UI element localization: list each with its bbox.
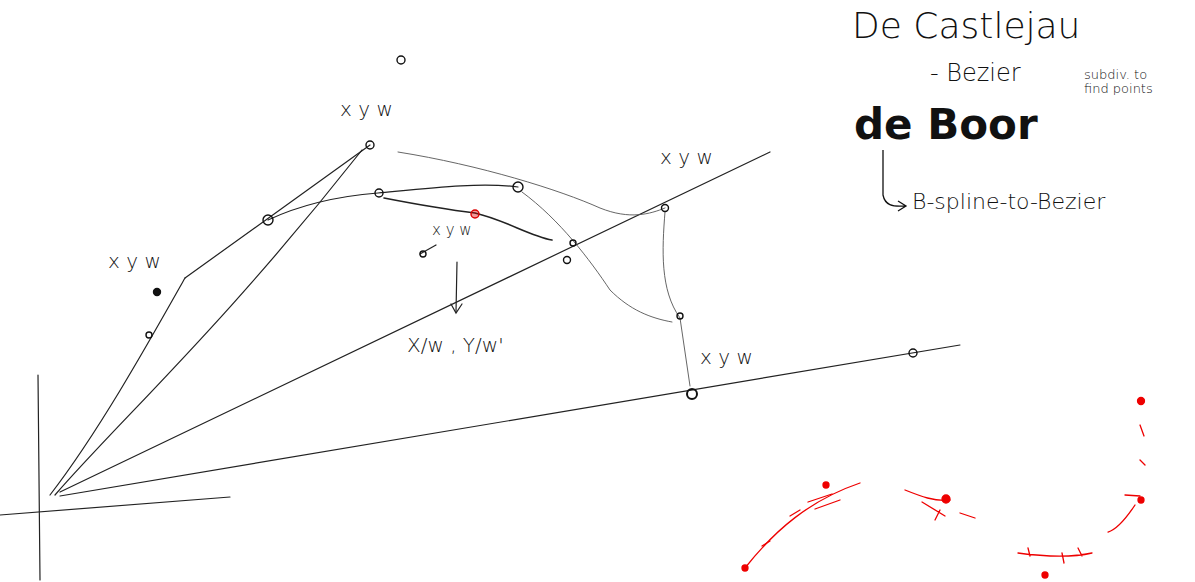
control-polygon [185,145,370,278]
coordinate-label: x y w [430,222,474,239]
point [677,313,683,319]
point [420,251,426,257]
point [366,141,374,149]
x-axis [0,497,230,515]
algorithm-name: de Boor [852,102,1040,148]
control-polygon [663,212,690,386]
point [909,349,917,357]
point [154,289,161,296]
coordinate-label: x y w [658,146,715,168]
note: B-spline-to-Bezier [910,190,1107,214]
point [564,257,571,264]
y-axis [38,375,40,580]
arrow-line [456,262,457,312]
note: - Bezier [928,60,1023,86]
projection-ray [60,152,770,492]
points [146,56,917,399]
leader-line [420,245,436,254]
red-sketches [742,398,1145,579]
point [570,240,576,246]
coordinate-label: x y w [698,346,755,368]
projection-ray [50,278,185,495]
note: subdiv. to find points [1082,68,1166,97]
point [662,205,669,212]
point [375,189,383,197]
level-two [384,198,552,240]
algorithm-name: De Castlejau [850,6,1082,46]
coordinate-label: x y w [338,98,395,120]
projection-ray [55,150,362,495]
projection-ray [60,345,960,496]
arrow-head [451,304,462,313]
control-polygon [398,152,665,215]
point [397,56,405,64]
curve-point [471,210,479,218]
point [687,389,697,399]
point [263,215,273,225]
arrow [883,150,906,211]
level-one [522,192,672,322]
coordinate-label: x y w [106,250,163,272]
point [146,332,152,338]
point [513,182,523,192]
projection-formula: X/w , Y/w' [405,334,506,356]
